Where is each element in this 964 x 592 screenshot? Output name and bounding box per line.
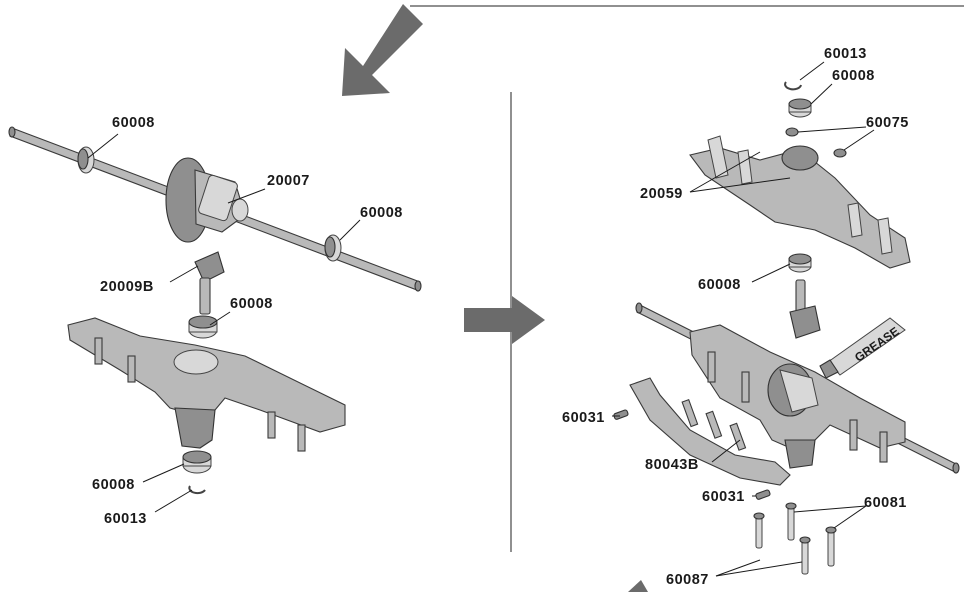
left-pinion-gear bbox=[194, 251, 225, 315]
right-e-clip bbox=[784, 81, 802, 91]
right-pinion-gear bbox=[789, 279, 821, 339]
right-bearing-top bbox=[788, 98, 812, 118]
right-bearing-mid bbox=[788, 253, 812, 273]
label-left-pinion-gear: 20009B bbox=[100, 279, 154, 295]
left-axle-housing bbox=[67, 317, 346, 452]
right-nut-left bbox=[785, 127, 799, 137]
left-bearing-axle-right bbox=[324, 234, 342, 262]
label-right-screws-long: 60081 bbox=[864, 495, 907, 511]
right-screw-bottom bbox=[755, 489, 771, 500]
right-axle-housing bbox=[689, 324, 906, 469]
label-left-bearing-bottom: 60008 bbox=[92, 477, 135, 493]
label-right-bearing-top: 60008 bbox=[832, 68, 875, 84]
label-right-e-clip: 60013 bbox=[824, 46, 867, 62]
label-left-bearing-axle-right: 60008 bbox=[360, 205, 403, 221]
label-left-differential: 20007 bbox=[267, 173, 310, 189]
label-left-e-clip: 60013 bbox=[104, 511, 147, 527]
left-differential bbox=[165, 157, 249, 243]
right-nut-right bbox=[833, 148, 847, 158]
right-screw-left bbox=[613, 409, 629, 420]
right-long-screws bbox=[753, 502, 837, 575]
left-bearing-axle-left bbox=[77, 146, 95, 174]
label-right-bearing-mid: 60008 bbox=[698, 277, 741, 293]
step-arrow-down-left bbox=[342, 4, 423, 96]
label-right-nuts: 60075 bbox=[866, 115, 909, 131]
right-grease-tube: GREASE bbox=[819, 317, 906, 379]
label-right-housing-top: 20059 bbox=[640, 186, 683, 202]
label-left-bearing-axle-left: 60008 bbox=[112, 115, 155, 131]
label-right-screw-bottom: 60031 bbox=[702, 489, 745, 505]
label-right-link-mount: 80043B bbox=[645, 457, 699, 473]
right-housing-top bbox=[689, 135, 911, 269]
label-right-screws-bottom: 60087 bbox=[666, 572, 709, 588]
left-bearing-pinion bbox=[188, 315, 218, 339]
label-left-bearing-pinion: 60008 bbox=[230, 296, 273, 312]
step-arrow-bottom bbox=[628, 580, 648, 592]
left-e-clip bbox=[188, 485, 206, 495]
label-right-screw-left: 60031 bbox=[562, 410, 605, 426]
left-bearing-bottom bbox=[182, 450, 212, 474]
right-link-mount bbox=[629, 377, 791, 486]
step-arrow-right bbox=[464, 296, 545, 344]
